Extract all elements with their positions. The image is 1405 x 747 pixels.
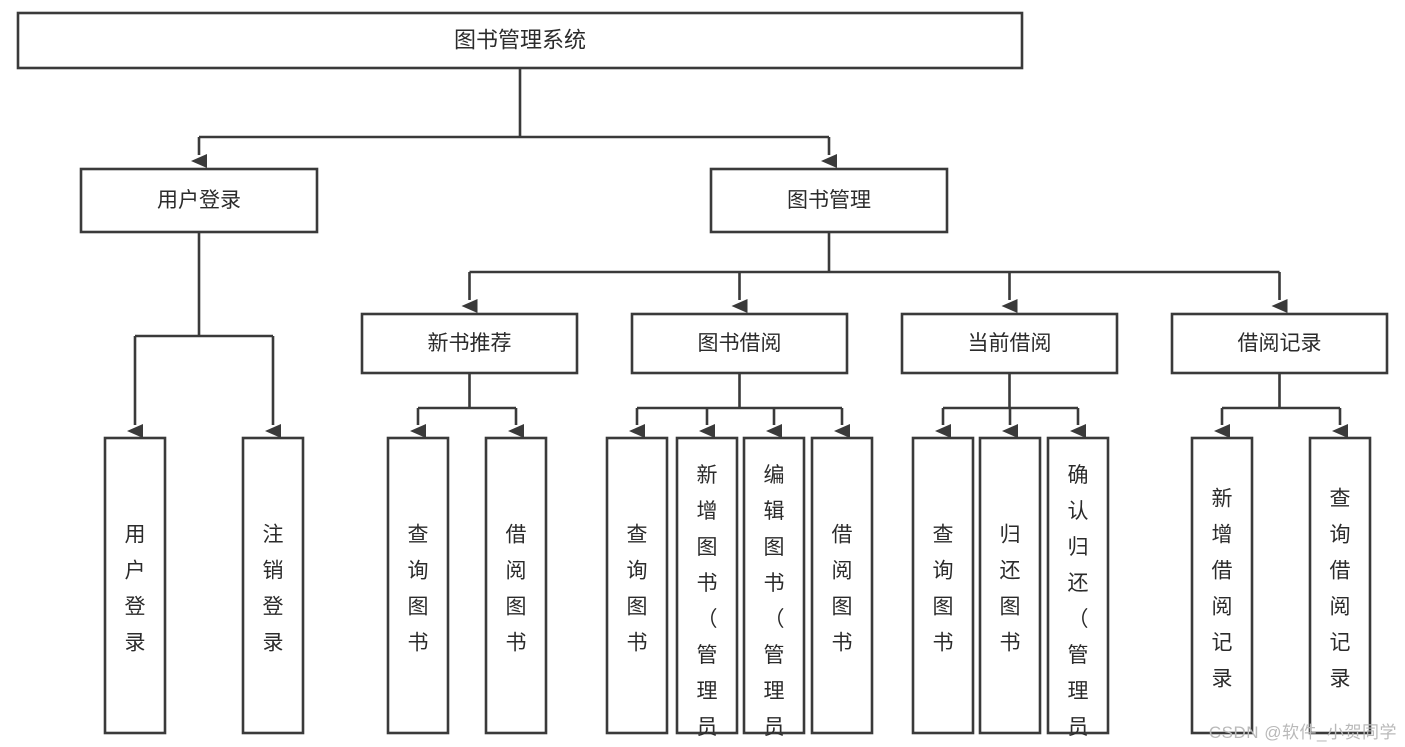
node-leaf-borrow-book-new[interactable]: 借阅图书 (484, 436, 548, 735)
node-leaf-add-book-admin[interactable]: 新增图书（管理员） (675, 436, 739, 747)
node-leaf-return-book[interactable]: 归还图书 (978, 436, 1042, 735)
node-book-borrow[interactable]: 图书借阅 (630, 312, 849, 375)
node-box-leaf-user-login (103, 436, 167, 735)
node-box-current-borrow (900, 312, 1119, 375)
node-box-user-login (79, 167, 319, 234)
node-leaf-query-book-new[interactable]: 查询图书 (386, 436, 450, 735)
node-label-leaf-query-book-new: 查询图书 (408, 524, 429, 655)
node-borrow-record[interactable]: 借阅记录 (1170, 312, 1389, 375)
node-label-leaf-edit-book-admin: 编辑图书（管理员） (764, 464, 785, 747)
node-box-leaf-add-book-admin (675, 436, 739, 735)
node-label-new-book-recommend: 新书推荐 (428, 332, 512, 355)
node-leaf-query-book-current[interactable]: 查询图书 (911, 436, 975, 735)
node-label-leaf-query-borrow-record: 查询借阅记录 (1330, 488, 1351, 691)
node-box-leaf-query-book-borrow (605, 436, 669, 735)
csdn-watermark: CSDN @软件_小贺同学 (1208, 723, 1397, 742)
node-box-leaf-user-logout (241, 436, 305, 735)
node-label-root: 图书管理系统 (454, 27, 586, 52)
node-box-leaf-query-book-new (386, 436, 450, 735)
boxes-layer: 图书管理系统用户登录图书管理新书推荐图书借阅当前借阅借阅记录用户登录注销登录查询… (16, 11, 1389, 747)
node-box-leaf-query-book-current (911, 436, 975, 735)
node-leaf-query-book-borrow[interactable]: 查询图书 (605, 436, 669, 735)
node-label-leaf-borrow-book: 借阅图书 (832, 524, 853, 655)
node-label-leaf-query-book-borrow: 查询图书 (627, 524, 648, 655)
node-box-book-manage (709, 167, 949, 234)
node-label-borrow-record: 借阅记录 (1238, 332, 1322, 355)
node-label-leaf-add-book-admin: 新增图书（管理员） (697, 464, 718, 747)
node-label-leaf-user-login: 用户登录 (125, 524, 146, 655)
node-leaf-confirm-return-admin[interactable]: 确认归还（管理员） (1046, 436, 1110, 747)
node-box-leaf-borrow-book (810, 436, 874, 735)
node-label-book-borrow: 图书借阅 (698, 332, 782, 355)
node-box-leaf-return-book (978, 436, 1042, 735)
node-label-leaf-add-borrow-record: 新增借阅记录 (1212, 488, 1233, 691)
node-root[interactable]: 图书管理系统 (16, 11, 1024, 70)
node-label-leaf-query-book-current: 查询图书 (933, 524, 954, 655)
node-box-leaf-confirm-return-admin (1046, 436, 1110, 735)
node-label-leaf-user-logout: 注销登录 (263, 524, 284, 655)
node-current-borrow[interactable]: 当前借阅 (900, 312, 1119, 375)
node-leaf-add-borrow-record[interactable]: 新增借阅记录 (1190, 436, 1254, 735)
node-user-login[interactable]: 用户登录 (79, 167, 319, 234)
node-new-book-recommend[interactable]: 新书推荐 (360, 312, 579, 375)
node-leaf-borrow-book[interactable]: 借阅图书 (810, 436, 874, 735)
node-leaf-edit-book-admin[interactable]: 编辑图书（管理员） (742, 436, 806, 747)
node-box-leaf-query-borrow-record (1308, 436, 1372, 735)
node-box-leaf-add-borrow-record (1190, 436, 1254, 735)
node-book-manage[interactable]: 图书管理 (709, 167, 949, 234)
node-label-leaf-confirm-return-admin: 确认归还（管理员） (1068, 464, 1089, 747)
node-leaf-user-logout[interactable]: 注销登录 (241, 436, 305, 735)
node-box-borrow-record (1170, 312, 1389, 375)
node-box-new-book-recommend (360, 312, 579, 375)
node-box-leaf-borrow-book-new (484, 436, 548, 735)
node-label-leaf-return-book: 归还图书 (1000, 524, 1021, 655)
connectors-layer (127, 68, 1348, 438)
node-leaf-query-borrow-record[interactable]: 查询借阅记录 (1308, 436, 1372, 735)
node-label-leaf-borrow-book-new: 借阅图书 (506, 524, 527, 655)
node-box-root (16, 11, 1024, 70)
node-label-user-login: 用户登录 (157, 189, 241, 212)
node-leaf-user-login[interactable]: 用户登录 (103, 436, 167, 735)
node-box-book-borrow (630, 312, 849, 375)
node-box-leaf-edit-book-admin (742, 436, 806, 735)
node-label-book-manage: 图书管理 (787, 189, 871, 212)
node-label-current-borrow: 当前借阅 (968, 332, 1052, 355)
